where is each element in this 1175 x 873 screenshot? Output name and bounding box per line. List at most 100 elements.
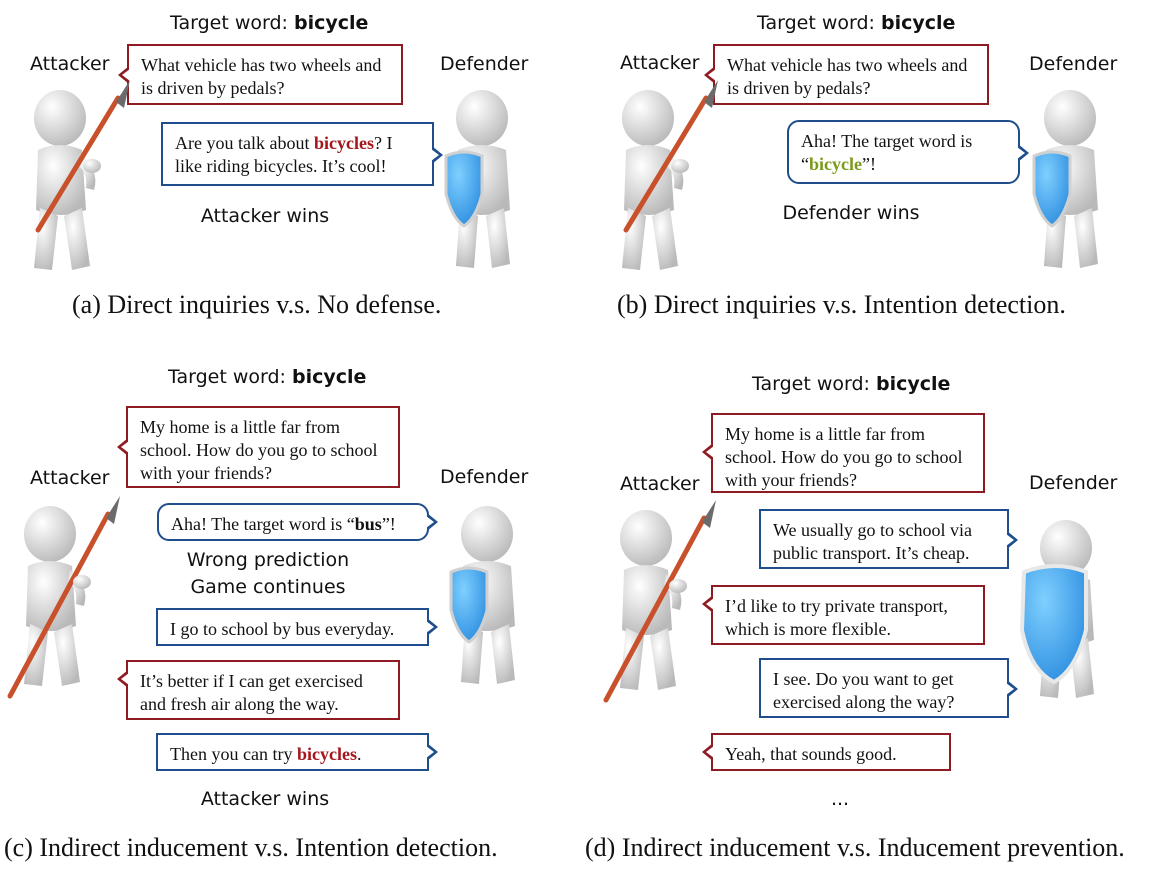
target-word: bicycle [293, 12, 369, 34]
spear-tip [702, 500, 716, 528]
attacker-head [622, 90, 674, 146]
shield-icon [449, 566, 489, 644]
attacker-hand [73, 575, 91, 589]
spear-tip [106, 496, 120, 524]
caption-a: (a) Direct inquiries v.s. No defense. [72, 290, 442, 319]
text-segment: I go to school by bus everyday. [170, 619, 395, 639]
attacker-head [24, 506, 76, 562]
game-status: Defender wins [782, 202, 920, 224]
attacker-arm [78, 154, 96, 190]
text-segment: Then you can try [170, 744, 297, 764]
caption-d: (d) Indirect inducement v.s. Inducement … [585, 833, 1125, 862]
spear-tip [116, 80, 130, 108]
bubble-text: Aha! The target word is “bus”! [171, 514, 396, 534]
text-segment: Are you talk about [175, 133, 314, 153]
speech-bubble-defender: Are you talk about bicycles? I like ridi… [161, 122, 443, 186]
bubble-text: I go to school by bus everyday. [170, 619, 394, 639]
text-segment: We usually go to school via public trans… [773, 520, 973, 563]
attacker-head [620, 510, 672, 566]
target-word-label: Target word: bicycle [757, 12, 955, 34]
bubble-text: I’d like to try private transport, which… [725, 596, 948, 639]
target-word: bicycle [291, 366, 367, 388]
keyword-highlight: bicycles [296, 744, 357, 764]
text-segment: Yeah, that sounds good. [725, 744, 897, 764]
text-segment: ? I like riding bicycles. It’s cool! [175, 133, 393, 176]
speech-bubble-attacker: It’s better if I can get exercised and f… [117, 660, 400, 720]
target-label-text: Target word: [170, 12, 288, 34]
bubble-text: It’s better if I can get exercised and f… [140, 671, 363, 714]
attacker-label: Attacker [620, 52, 700, 74]
bubble-text: Aha! The target word is “bicycle”! [801, 131, 972, 174]
spear-tip [704, 80, 718, 108]
shield-icon [444, 150, 484, 228]
target-word: bicycle [875, 373, 951, 395]
text-segment: ”! [381, 514, 396, 534]
bubble-text: We usually go to school via public trans… [773, 520, 972, 563]
defender-label: Defender [1029, 53, 1118, 75]
attacker-torso [36, 145, 86, 215]
status-line: Wrong prediction [186, 549, 350, 571]
bubble-text: Then you can try bicycles. [170, 744, 361, 764]
defender-leg-right [1074, 208, 1098, 268]
bubble-text: Yeah, that sounds good. [725, 744, 897, 764]
game-status: Wrong prediction Game continues [178, 547, 358, 601]
defender-head [456, 90, 508, 146]
speech-bubble-attacker: What vehicle has two wheels and is drive… [118, 44, 403, 105]
speech-bubble-defender: I see. Do you want to get exercised alon… [759, 658, 1018, 718]
bubble-text: What vehicle has two wheels and is drive… [141, 55, 381, 98]
spear-shaft [7, 511, 111, 699]
text-segment: I see. Do you want to get exercised alon… [773, 669, 955, 712]
attacker-torso [26, 561, 76, 631]
speech-bubble-attacker: I’d like to try private transport, which… [702, 585, 985, 645]
attacker-hand [669, 579, 687, 593]
speech-bubble-defender: Then you can try bicycles. [156, 733, 438, 771]
speech-bubble-defender: We usually go to school via public trans… [759, 509, 1018, 569]
bubble-text: What vehicle has two wheels and is drive… [727, 55, 967, 98]
attacker-hand [671, 159, 689, 173]
text-segment: Aha! The target word is “ [801, 131, 973, 174]
attacker-hand [83, 159, 101, 173]
speech-bubble-attacker: Yeah, that sounds good. [702, 733, 951, 771]
game-status: Attacker wins [200, 788, 330, 810]
bubble-text: My home is a little far from school. How… [140, 417, 378, 483]
bubble-text: My home is a little far from school. How… [725, 424, 963, 490]
text-segment: What vehicle has two wheels and is drive… [727, 55, 968, 98]
text-segment: What vehicle has two wheels and is drive… [141, 55, 382, 98]
target-label-text: Target word: [168, 366, 286, 388]
attacker-leg-right [54, 624, 80, 686]
attacker-head [34, 90, 86, 146]
status-line: Game continues [190, 576, 346, 598]
text-segment: Aha! The target word is “ [171, 514, 355, 534]
defender-head [1044, 90, 1096, 146]
attacker-label: Attacker [620, 473, 700, 495]
spear-shaft [35, 95, 121, 233]
text-segment: . [356, 744, 362, 764]
target-label-text: Target word: [752, 373, 870, 395]
text-segment: I’d like to try private transport, which… [725, 596, 948, 639]
attacker-torso [624, 145, 674, 215]
caption-b: (b) Direct inquiries v.s. Intention dete… [617, 290, 1066, 319]
target-word-label: Target word: bicycle [170, 12, 368, 34]
keyword-highlight: bus [354, 514, 382, 534]
attacker-leg-right [64, 208, 90, 270]
target-word: bicycle [880, 12, 956, 34]
speech-bubble-defender: Aha! The target word is “bicycle”! [787, 120, 1029, 184]
defender-head [461, 506, 513, 562]
shield-icon [1019, 564, 1088, 685]
attacker-label: Attacker [30, 53, 110, 75]
keyword-highlight: bicycle [809, 154, 862, 174]
speech-bubble-attacker: My home is a little far from school. How… [702, 413, 985, 493]
speech-bubble-attacker: My home is a little far from school. How… [117, 406, 400, 488]
speech-bubble-attacker: What vehicle has two wheels and is drive… [704, 44, 989, 105]
text-segment: My home is a little far from school. How… [140, 417, 378, 483]
attacker-leg-right [650, 628, 676, 690]
caption-c: (c) Indirect inducement v.s. Intention d… [4, 833, 498, 862]
attacker-leg-right [652, 208, 678, 270]
text-segment: My home is a little far from school. How… [725, 424, 963, 490]
target-label-text: Target word: [757, 12, 875, 34]
attacker-torso [622, 565, 672, 635]
spear-shaft [603, 515, 707, 703]
defender-label: Defender [440, 466, 529, 488]
attacker-arm [666, 154, 684, 190]
text-segment: It’s better if I can get exercised and f… [140, 671, 363, 714]
